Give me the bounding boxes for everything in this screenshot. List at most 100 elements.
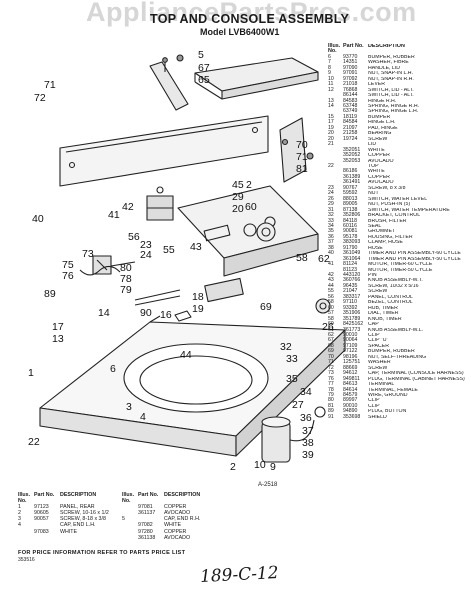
cell-part-no: 90081	[343, 228, 358, 235]
cell-right-part-no: 97081	[138, 504, 153, 511]
cell-part-no: 352053	[343, 157, 361, 164]
cell-part-no: 59592	[343, 190, 358, 197]
knob	[315, 298, 331, 314]
cell-illus-no: 91	[328, 413, 334, 420]
cell-illus-no: 14	[328, 102, 334, 109]
callout-2: 2	[246, 179, 252, 191]
cell-illus-no: 20	[328, 135, 334, 142]
cell-description: MOTOR, TIMER-50 CYCLE	[368, 267, 433, 273]
callout-62: 62	[318, 253, 330, 265]
cell-illus-no: 43	[328, 277, 334, 284]
cell-illus-no: 61	[328, 326, 334, 333]
cell-description: WHITE	[368, 147, 385, 153]
cell-illus-no: 22	[328, 162, 334, 169]
cell-left-description: SCREW, 8-18 x 3/8	[60, 516, 106, 523]
callout-23: 23	[140, 239, 152, 251]
water-level-switch	[256, 222, 276, 242]
callout-5: 5	[198, 49, 204, 61]
cell-illus-no: 73	[328, 370, 334, 377]
cell-description: NUT, PUSH-IN (5)	[368, 202, 411, 208]
callout-44: 44	[180, 349, 192, 361]
cell-left-part-no: 90605	[34, 510, 49, 517]
cell-left-illus-no: 1	[18, 504, 21, 511]
callout-14: 14	[98, 307, 110, 319]
cell-illus-no: 58	[328, 315, 334, 322]
cell-description: SPACER	[368, 343, 389, 349]
callout-4: 4	[140, 411, 146, 423]
cell-description: LEVER	[368, 82, 386, 88]
cell-description: SPRING, HINGE L.H.	[368, 109, 419, 115]
cell-part-no: 90767	[343, 184, 358, 191]
cell-description: PAD, HINGE	[368, 125, 398, 131]
cell-part-no: 361049	[343, 250, 361, 257]
cell-right-part-no: 361138	[138, 534, 156, 541]
cell-illus-no: 40	[328, 250, 334, 257]
cell-description: CLIP	[368, 333, 380, 339]
cell-illus-no: 21	[328, 141, 334, 148]
model-number: Model LVB6400W1	[200, 27, 280, 37]
cell-left-illus-no: 4	[18, 522, 21, 529]
cell-part-no: 88669	[343, 364, 358, 371]
table-row: 68 97109 SPACER	[328, 342, 468, 349]
cell-left-illus-no: 3	[18, 516, 21, 523]
cell-description: NUT	[368, 191, 379, 197]
cell-description: SCREW	[368, 365, 388, 371]
cell-description: CLIP	[368, 403, 380, 409]
cell-left-part-no: 97123	[34, 504, 49, 511]
lid-screws	[176, 54, 314, 160]
cell-part-no: 97109	[343, 342, 358, 349]
cell-description: BEARING	[368, 131, 392, 137]
cell-illus-no: 62	[328, 332, 334, 339]
cell-left-description	[60, 535, 122, 541]
cell-illus-no: 38	[328, 244, 334, 251]
end-cap-right	[279, 117, 307, 183]
callout-37: 37	[302, 425, 314, 437]
cell-part-no: 18119	[343, 113, 358, 120]
cell-illus-no: 68	[328, 342, 334, 349]
cell-part-no: 81123	[343, 266, 358, 273]
bottom-parts-list: Illus. No. Part No. DESCRIPTION Illus. N…	[18, 492, 318, 541]
cell-part-no: 89997	[343, 397, 358, 404]
cell-description: HOUSING, FILTER	[368, 234, 413, 240]
cell-part-no: 76868	[343, 86, 358, 93]
cell-description: PANEL, CONTROL	[368, 294, 413, 300]
callout-2-lower: 2	[230, 461, 236, 473]
cell-illus-no: 11	[328, 81, 334, 88]
callout-1: 1	[28, 367, 34, 379]
cell-part-no: 90010	[343, 332, 358, 339]
parts-list-header: Illus. No. Part No. DESCRIPTION	[328, 43, 468, 55]
cell-illus-no: 60	[328, 304, 334, 311]
callout-22: 22	[28, 436, 40, 448]
cell-illus-no: 69	[328, 321, 334, 328]
cell-part-no: 383093	[343, 239, 361, 246]
cell-left-illus-no	[18, 535, 34, 541]
cell-right-description: COPPER	[164, 504, 187, 511]
cell-left-part-no	[34, 535, 60, 541]
callout-76: 76	[62, 270, 74, 282]
cell-description: BRUSH, FILTER	[368, 218, 407, 224]
cell-description: SWITCH, WATER TEMPERATURE	[368, 207, 450, 213]
wiring-plug	[79, 255, 136, 276]
cell-part-no: 351906	[343, 310, 361, 317]
cell-part-no: 125751	[343, 359, 361, 366]
cell-illus-no: 71	[328, 359, 334, 366]
col-part-no: Part No.	[34, 492, 55, 498]
callout-67: 67	[198, 62, 210, 74]
cell-part-no: 84583	[343, 97, 358, 104]
cell-part-no: 21258	[343, 130, 358, 137]
cell-illus-no: 26	[328, 195, 334, 202]
cell-part-no: 352052	[343, 152, 361, 159]
col-illus-no: Illus. No.	[18, 492, 31, 505]
